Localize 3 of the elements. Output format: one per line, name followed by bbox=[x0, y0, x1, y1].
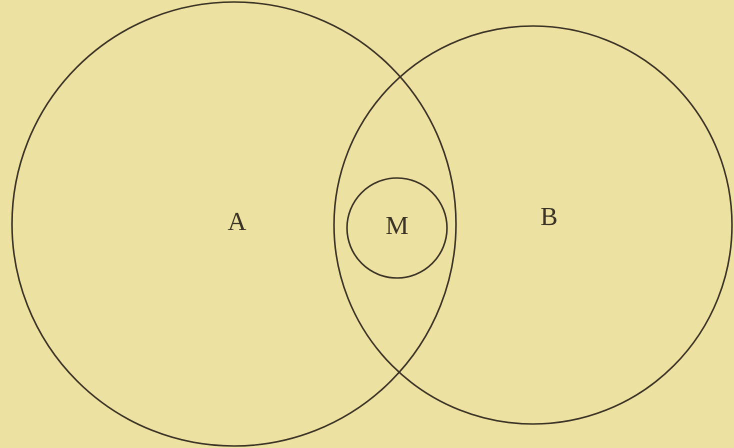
set-label: B bbox=[540, 204, 558, 230]
set-label: M bbox=[385, 213, 409, 239]
set-label: A bbox=[228, 209, 246, 235]
